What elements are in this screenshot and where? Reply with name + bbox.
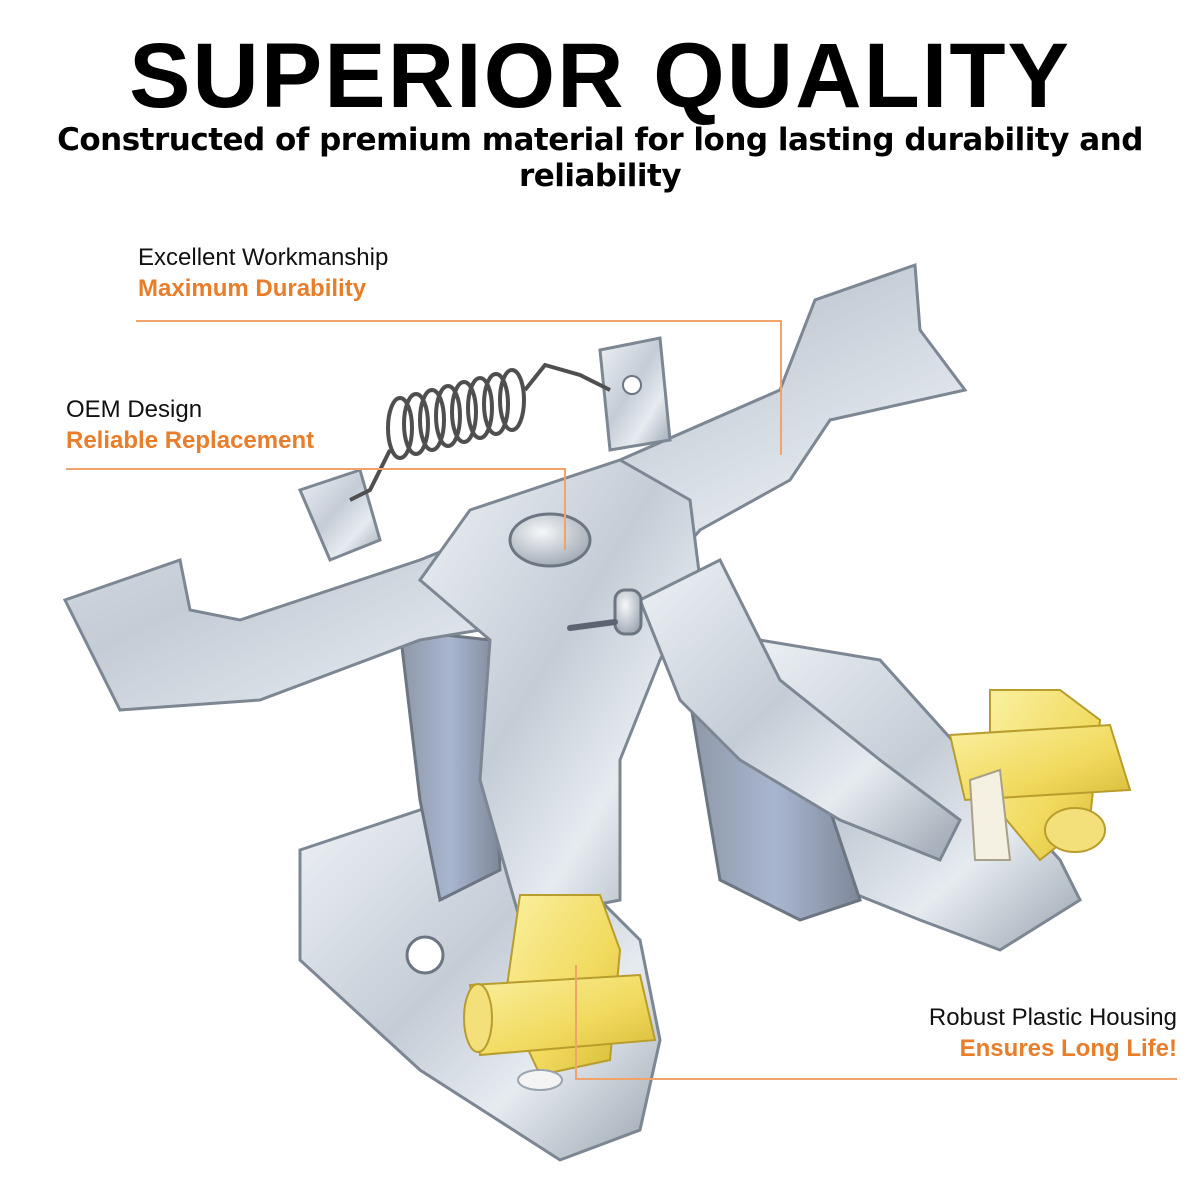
callout-highlight: Maximum Durability [138, 275, 367, 303]
leader-line-2-vertical [564, 468, 566, 550]
leader-line-3-horizontal [575, 1078, 1177, 1080]
callout-oem-design: OEM Design Reliable Replacement [66, 394, 314, 456]
callout-label: Excellent Workmanship [138, 244, 389, 271]
callout-plastic-housing: Robust Plastic Housing Ensures Long Life… [929, 1002, 1177, 1064]
pivot-arm [417, 458, 702, 922]
callout-highlight: Ensures Long Life! [959, 1035, 1177, 1063]
housing-left [398, 628, 502, 903]
leader-line-2-horizontal [66, 468, 566, 470]
tab-left [297, 468, 382, 562]
pivot-pin [508, 512, 592, 568]
plastic-housing-right [948, 689, 1132, 862]
plastic-housing-left [463, 894, 657, 1091]
headline-subtitle: Constructed of premium material for long… [57, 122, 1143, 194]
callout-highlight: Reliable Replacement [66, 427, 315, 455]
headline-title: SUPERIOR QUALITY [129, 25, 1071, 127]
callout-label: Robust Plastic Housing [928, 1004, 1177, 1031]
right-arm [638, 557, 962, 862]
leader-line-1-horizontal [136, 320, 782, 322]
callout-label: OEM Design [66, 396, 203, 423]
leader-line-3-vertical [575, 965, 577, 1080]
mount-hole [405, 935, 445, 975]
leader-line-1-vertical [780, 320, 782, 455]
callout-workmanship: Excellent Workmanship Maximum Durability [138, 242, 388, 304]
spring [349, 362, 611, 502]
stud [613, 588, 643, 636]
